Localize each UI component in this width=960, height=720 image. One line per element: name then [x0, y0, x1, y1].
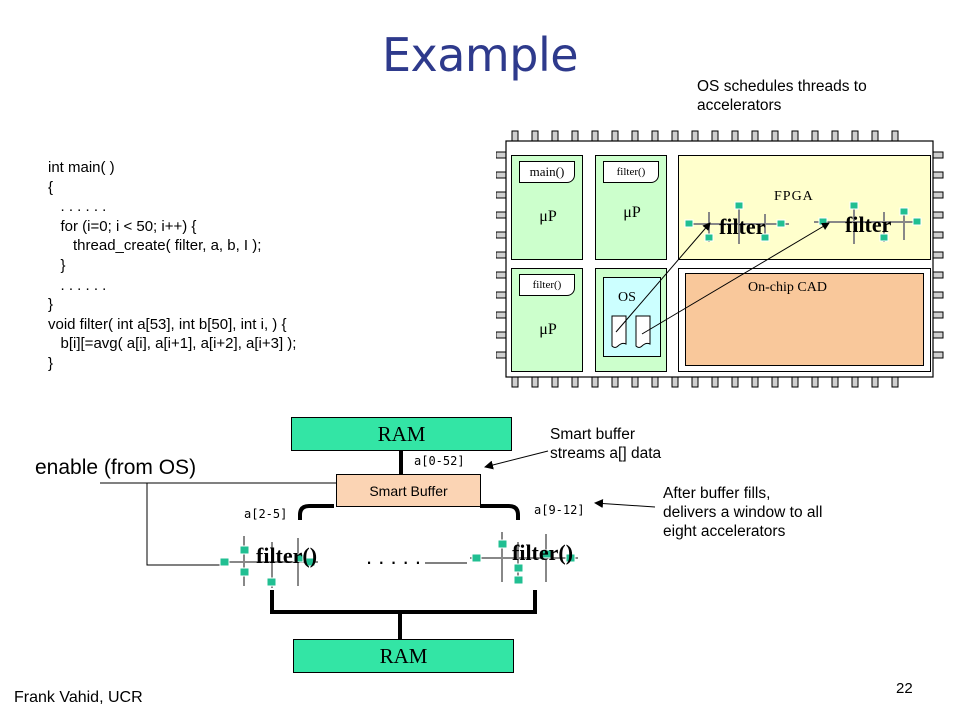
- os-schedules-line-1: OS schedules threads to: [697, 78, 867, 95]
- page-number: 22: [896, 680, 913, 697]
- fpga-label: FPGA: [774, 189, 814, 204]
- ellipsis: . . . . .: [366, 544, 422, 569]
- ram-top: RAM: [291, 417, 512, 451]
- code-line: {: [48, 178, 54, 196]
- cpu-cell-filter-top: filter() μP: [595, 155, 667, 260]
- code-line: . . . . . .: [48, 276, 107, 294]
- code-line: }: [48, 256, 66, 274]
- smart-buffer-box: Smart Buffer: [336, 474, 481, 507]
- filter-accelerator-right: filter(): [512, 540, 574, 565]
- os-cell: OS: [595, 268, 667, 372]
- after-fill-note-line-3: eight accelerators: [663, 523, 786, 540]
- filter-function-label: filter(): [603, 161, 659, 183]
- a-9-12-label: a[9-12]: [534, 503, 585, 517]
- filter-accelerator-left: filter(): [256, 543, 318, 568]
- author-footer: Frank Vahid, UCR: [14, 689, 143, 706]
- accelerator-right-graphic: [470, 532, 578, 585]
- cad-region: On-chip CAD: [685, 273, 924, 366]
- fpga-filter-block-right: filter: [845, 212, 892, 237]
- code-line: thread_create( filter, a, b, I );: [48, 237, 262, 255]
- code-line: b[i][=avg( a[i], a[i+1], a[i+2], a[i+3] …: [48, 335, 297, 353]
- accelerator-left-graphic: [219, 536, 318, 588]
- main-function-label: main(): [519, 161, 575, 183]
- cpu-cell-filter-bottom: filter() μP: [511, 268, 583, 372]
- up-label: μP: [539, 208, 557, 225]
- code-line: int main( ): [48, 159, 115, 176]
- fpga-accelerator-graphics: [684, 201, 922, 244]
- cad-region-frame: On-chip CAD: [678, 268, 931, 372]
- on-chip-cad-label: On-chip CAD: [748, 280, 827, 295]
- os-schedule-arrows: [615, 222, 830, 335]
- a-2-5-label: a[2-5]: [244, 507, 288, 521]
- filter-function-label: filter(): [519, 274, 575, 296]
- after-fill-note-line-1: After buffer fills,: [663, 485, 771, 502]
- code-listing: int main( ) { . . . . . . for (i=0; i < …: [48, 158, 296, 374]
- up-label: μP: [539, 321, 557, 338]
- a-0-52-label: a[0-52]: [414, 454, 465, 468]
- code-line: }: [48, 354, 54, 372]
- after-fill-note: After buffer fills, delivers a window to…: [663, 484, 822, 541]
- code-line: }: [48, 296, 54, 314]
- fpga-filter-block-left: filter: [719, 214, 766, 239]
- up-label: μP: [623, 204, 641, 221]
- smart-buffer-note-line-2: streams a[] data: [550, 445, 662, 462]
- slide-title: Example: [381, 28, 579, 82]
- code-line: for (i=0; i < 50; i++) {: [48, 217, 197, 235]
- chip-diagram: main() μP filter() μP filter() μP OS FPG…: [496, 130, 944, 388]
- smart-buffer-note: Smart buffer streams a[] data: [550, 425, 661, 463]
- code-line: void filter( int a[53], int b[50], int i…: [48, 315, 287, 333]
- smart-buffer-note-line-1: Smart buffer: [550, 426, 636, 443]
- enable-label: enable (from OS): [35, 456, 197, 479]
- fpga-region: FPGA filter filter: [678, 155, 931, 260]
- os-schedules-line-2: accelerators: [697, 97, 782, 114]
- os-schedules-note: OS schedules threads to accelerators: [697, 77, 867, 115]
- cpu-cell-main: main() μP: [511, 155, 583, 260]
- code-line: . . . . . .: [48, 198, 107, 216]
- os-label: OS: [618, 290, 636, 305]
- ram-bottom: RAM: [293, 639, 514, 673]
- after-fill-note-line-2: delivers a window to all: [663, 504, 823, 521]
